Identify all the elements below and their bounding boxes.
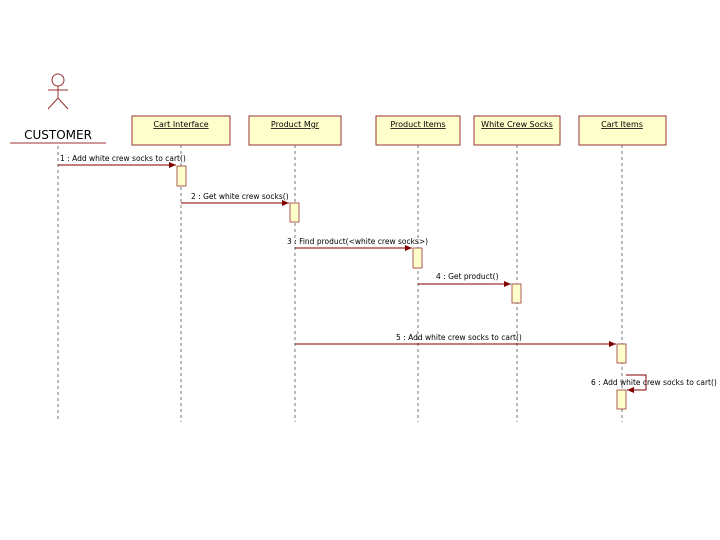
actor-left-leg <box>47 97 59 110</box>
object-cart-items: Cart Items <box>578 115 667 146</box>
object-label: Product Mgr <box>271 120 320 129</box>
object-cart-interface: Cart Interface <box>131 115 231 146</box>
message-1: 1 : Add white crew socks to cart() <box>58 154 186 168</box>
object-label: Cart Items <box>601 120 643 129</box>
object-box <box>375 115 461 146</box>
object-label: Product Items <box>390 120 445 129</box>
message-label: 5 : Add white crew socks to cart() <box>396 333 522 342</box>
self-message-arrow <box>626 374 647 393</box>
customer-actor: CUSTOMER <box>10 73 106 144</box>
activation-bar-cart-items-1 <box>616 343 627 364</box>
actor-head <box>51 73 65 87</box>
activation-bar-cart-interface <box>176 165 187 187</box>
object-product-items: Product Items <box>375 115 461 146</box>
object-label: White Crew Socks <box>481 120 553 129</box>
object-white-crew-socks: White Crew Socks <box>473 115 561 146</box>
message-6: 6 : Add white crew socks to cart() <box>591 374 717 393</box>
message-3: 3 : Find product(<white crew socks>) <box>287 237 428 251</box>
object-product-mgr: Product Mgr <box>248 115 342 146</box>
activation-bar-product-items <box>412 247 423 269</box>
message-label: 6 : Add white crew socks to cart() <box>591 378 717 387</box>
actor-right-leg <box>57 97 69 110</box>
message-label: 4 : Get product() <box>436 272 499 281</box>
object-label: Cart Interface <box>153 120 208 129</box>
activation-bar-product-mgr <box>289 202 300 223</box>
activation-bar-cart-items-2 <box>616 389 627 410</box>
object-box <box>131 115 231 146</box>
message-label: 3 : Find product(<white crew socks>) <box>287 237 428 246</box>
message-2: 2 : Get white crew socks() <box>181 192 289 206</box>
actor-label: CUSTOMER <box>24 128 92 142</box>
message-label: 2 : Get white crew socks() <box>191 192 289 201</box>
message-label: 1 : Add white crew socks to cart() <box>60 154 186 163</box>
message-5: 5 : Add white crew socks to cart() <box>295 333 616 347</box>
activation-bar-white-crew-socks <box>511 283 522 304</box>
message-4: 4 : Get product() <box>418 272 511 287</box>
object-box <box>578 115 667 146</box>
